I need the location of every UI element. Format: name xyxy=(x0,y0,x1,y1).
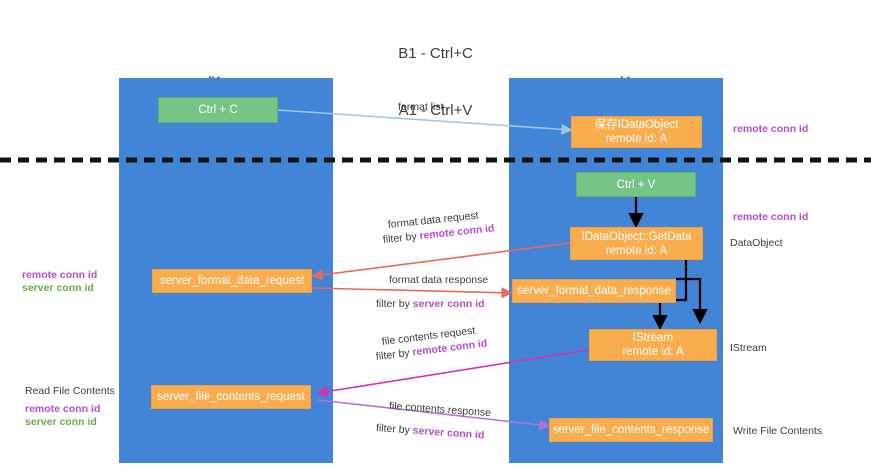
box-idataobject-getdata-line2: remote id: A xyxy=(605,244,668,257)
box-ctrl-c-label: Ctrl + C xyxy=(198,104,238,116)
page-title-line-1: B1 - Ctrl+C xyxy=(398,45,473,62)
side-label-read-file-contents: Read File Contents xyxy=(25,385,115,397)
box-server-format-data-request[interactable]: server_format_data_request xyxy=(152,269,312,293)
box-server-file-contents-response-label: server_file_contents_response xyxy=(552,424,710,436)
side-label-istream: IStream xyxy=(730,342,767,354)
filter-key-server-conn-id-2: server conn id xyxy=(412,424,485,442)
box-istream-line2: remote id: A xyxy=(622,346,684,358)
box-istream-line1: IStream xyxy=(632,332,674,344)
box-istream[interactable]: IStream remote id: A xyxy=(589,329,717,361)
box-idataobject-getdata-line1: IDataObject::GetData xyxy=(581,230,692,243)
filter-key-server-conn-id-1: server conn id xyxy=(412,298,485,310)
filter-prefix-4: filter by xyxy=(375,422,414,437)
box-server-file-contents-response[interactable]: server_file_contents_response xyxy=(549,418,713,442)
edge-label-format-data-response: format data response xyxy=(389,274,489,286)
edge-label-format-list: format list xyxy=(398,101,444,113)
edge-label-format-data-response-filter: filter by server conn id xyxy=(376,298,485,311)
box-idataobject-top[interactable]: 保存IDataObject remote id: A xyxy=(571,116,702,148)
box-server-file-contents-request-label: server_file_contents_request xyxy=(157,391,305,403)
box-ctrl-c[interactable]: Ctrl + C xyxy=(158,97,278,123)
box-idataobject-top-line2: remote id: A xyxy=(605,133,668,145)
box-ctrl-v[interactable]: Ctrl + V xyxy=(576,172,696,197)
box-server-format-data-response-label: server_format_data_response xyxy=(517,285,671,297)
connector-format-data-response xyxy=(312,287,513,299)
side-label-write-file-contents: Write File Contents xyxy=(733,425,823,437)
filter-prefix-1: filter by xyxy=(382,230,421,246)
box-idataobject-top-line1: 保存IDataObject xyxy=(594,119,679,131)
side-label-left-remote-conn-id: remote conn id xyxy=(22,269,98,281)
filter-prefix-3: filter by xyxy=(375,346,414,363)
side-label-left-server-conn-id-2: server conn id xyxy=(25,416,97,428)
box-ctrl-v-label: Ctrl + V xyxy=(616,178,656,191)
edge-label-file-contents-response: file contents response xyxy=(388,400,492,420)
side-label-left-server-conn-id: server conn id xyxy=(22,282,94,294)
side-label-remote-conn-id-top: remote conn id xyxy=(733,123,809,135)
box-server-file-contents-request[interactable]: server_file_contents_request xyxy=(151,385,311,409)
side-label-remote-conn-id-mid: remote conn id xyxy=(733,211,809,223)
filter-prefix-2: filter by xyxy=(376,298,413,310)
box-server-format-data-response[interactable]: server_format_data_response xyxy=(512,279,676,303)
edge-label-file-contents-response-filter: filter by server conn id xyxy=(376,422,485,443)
box-server-format-data-request-label: server_format_data_request xyxy=(159,275,305,287)
side-label-dataobject: DataObject xyxy=(730,237,783,249)
side-label-left-remote-conn-id-2: remote conn id xyxy=(25,403,101,415)
box-idataobject-getdata[interactable]: IDataObject::GetData remote id: A xyxy=(570,227,703,260)
